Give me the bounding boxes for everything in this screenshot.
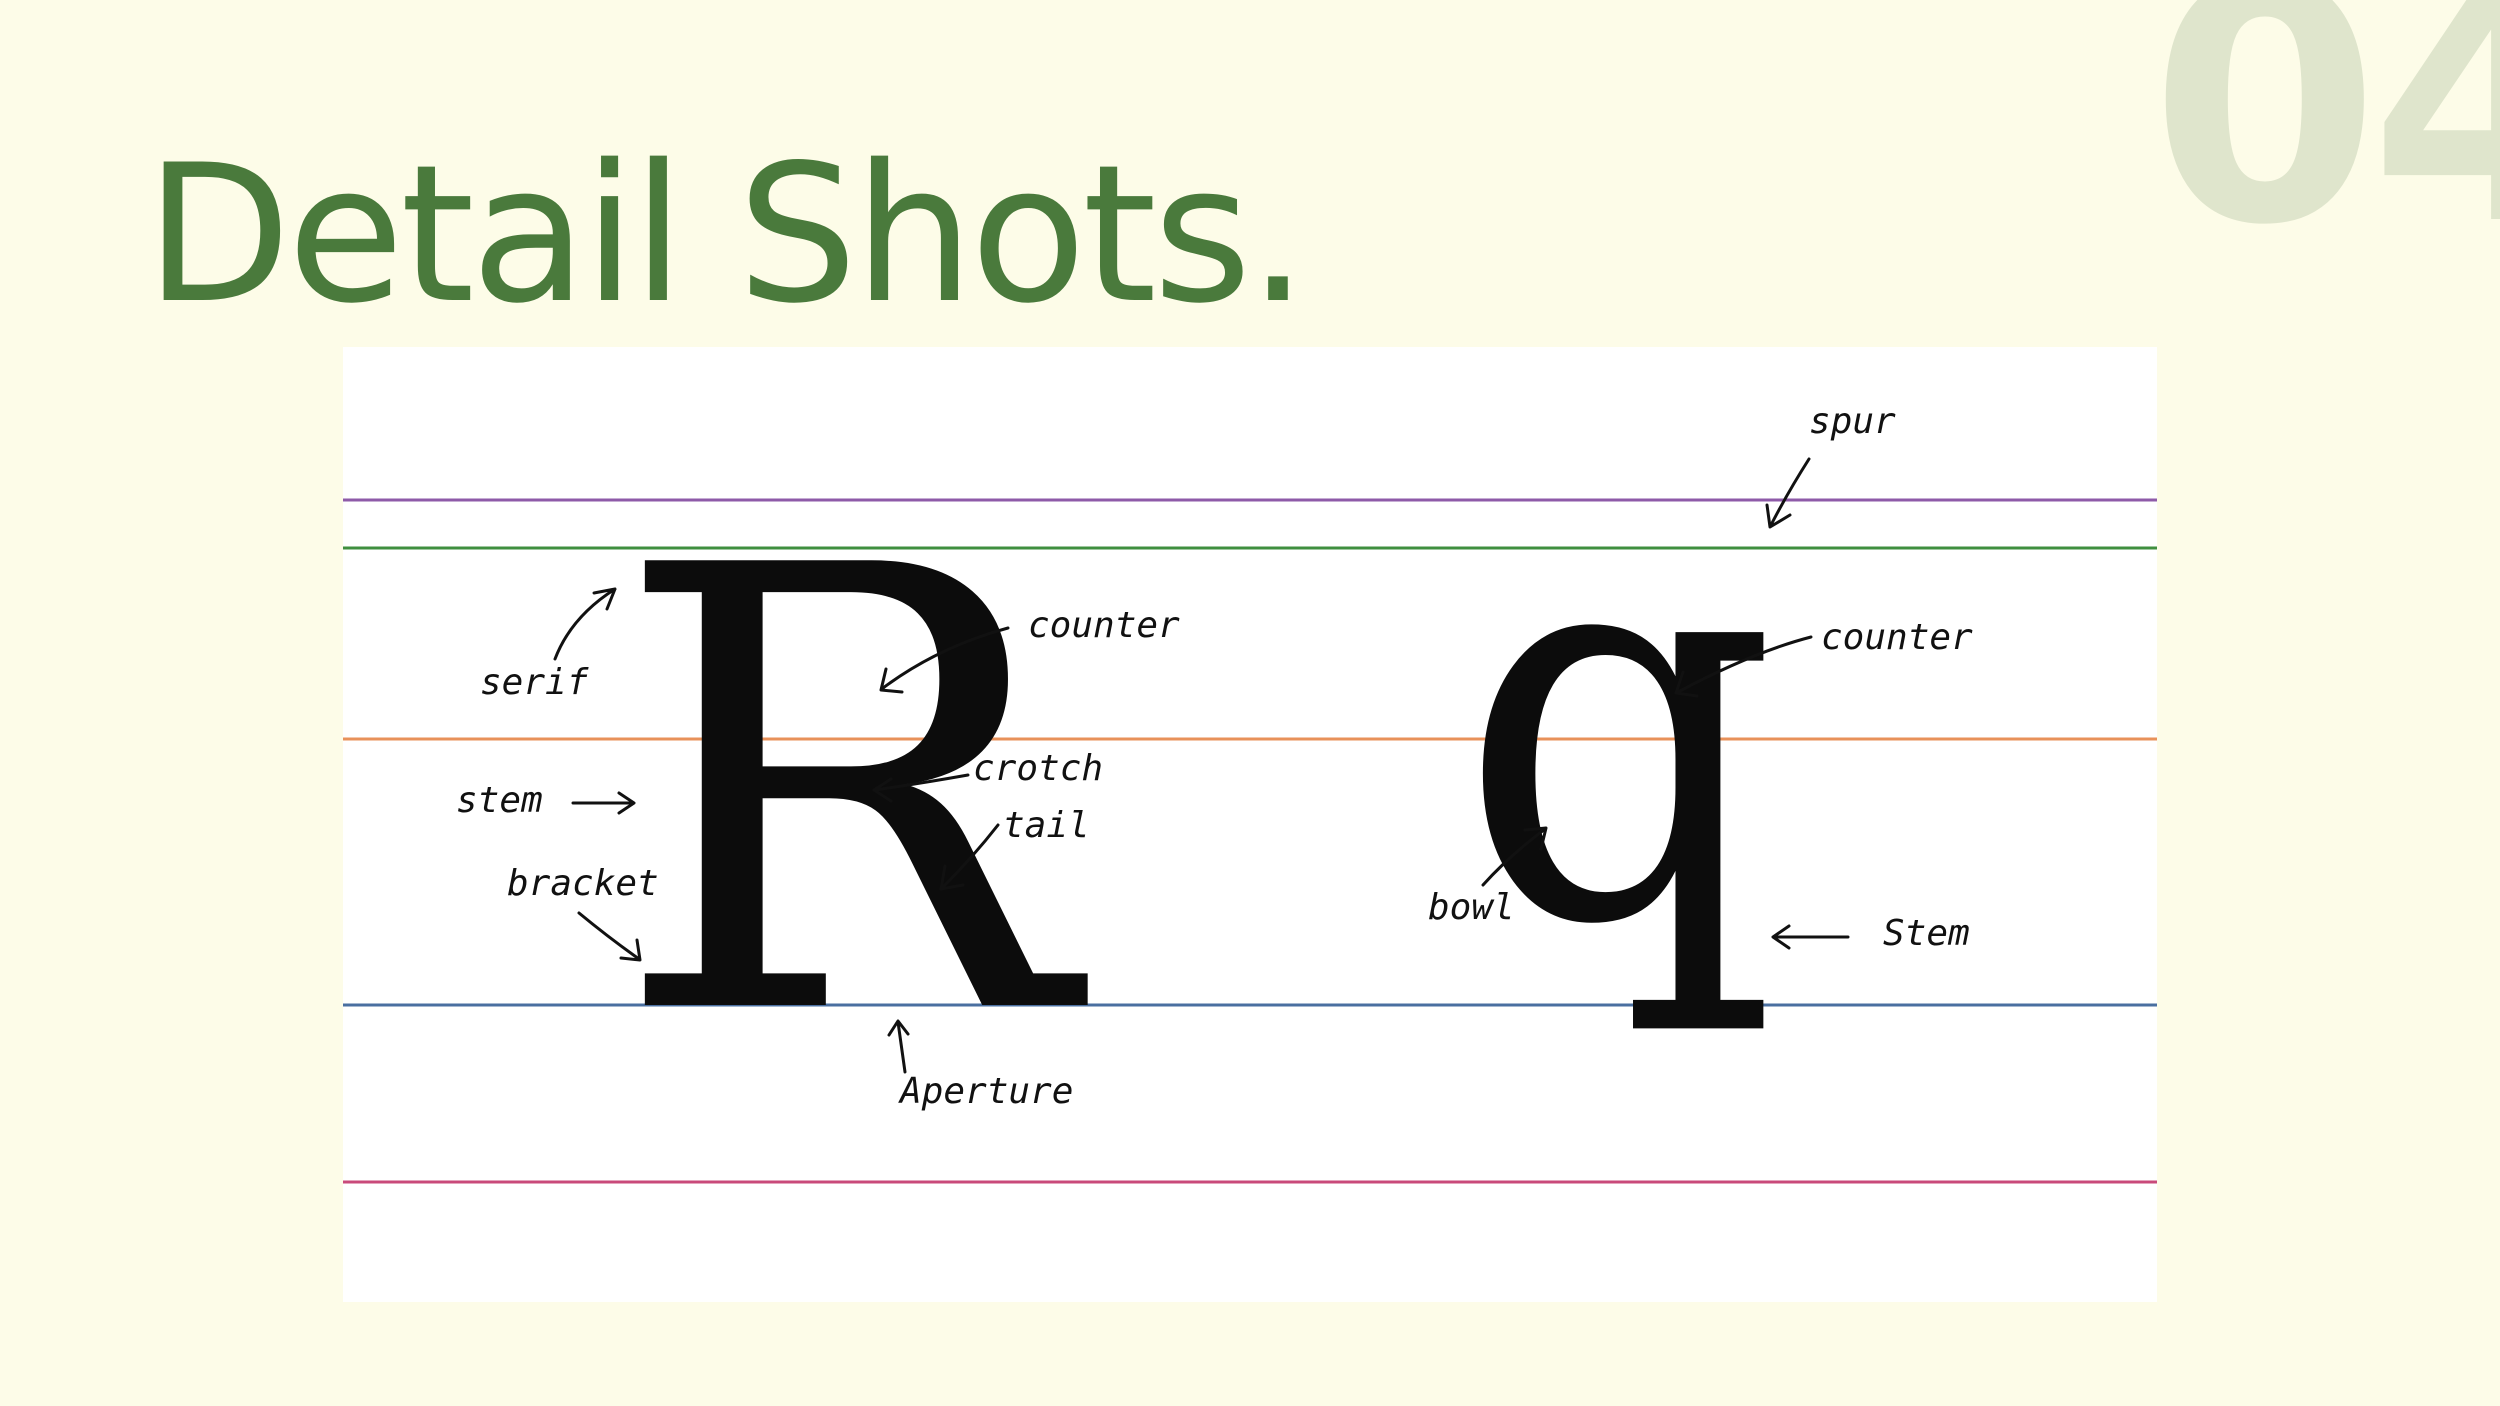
arrow-stem-right [1771,924,1850,950]
arrow-bracket [577,911,642,962]
label-counter-right: counter [1821,617,1973,658]
label-stem-right: Stem [1883,913,1970,954]
label-tail: tail [1003,805,1090,846]
arrow-stem-left [571,791,636,815]
arrow-bowl [1481,826,1548,887]
arrow-crotch [872,773,970,803]
arrow-serif [553,587,617,661]
label-spur: spur [1809,401,1896,442]
arrow-counter-left [879,626,1010,694]
page-title: Detail Shots. [145,124,1308,345]
label-bracket: bracket [507,863,659,904]
slide-number: 04 [2150,0,2500,297]
letter-q: q [1458,409,1778,1044]
label-bowl: bowl [1428,887,1515,928]
arrow-counter-right [1674,635,1813,698]
arrow-aperture [887,1019,910,1074]
anatomy-figure: R q serif stem bracket counter crotch ta… [343,347,2157,1302]
label-stem-left: stem [456,780,543,821]
label-counter-left: counter [1028,605,1180,646]
arrow-tail [939,823,1000,891]
arrow-spur [1765,457,1811,529]
letter-r: R [611,439,1090,1149]
label-crotch: crotch [973,748,1103,789]
label-serif: serif [480,662,589,703]
anatomy-diagram: R q serif stem bracket counter crotch ta… [343,401,2157,1184]
label-aperture: Aperture [898,1071,1073,1112]
